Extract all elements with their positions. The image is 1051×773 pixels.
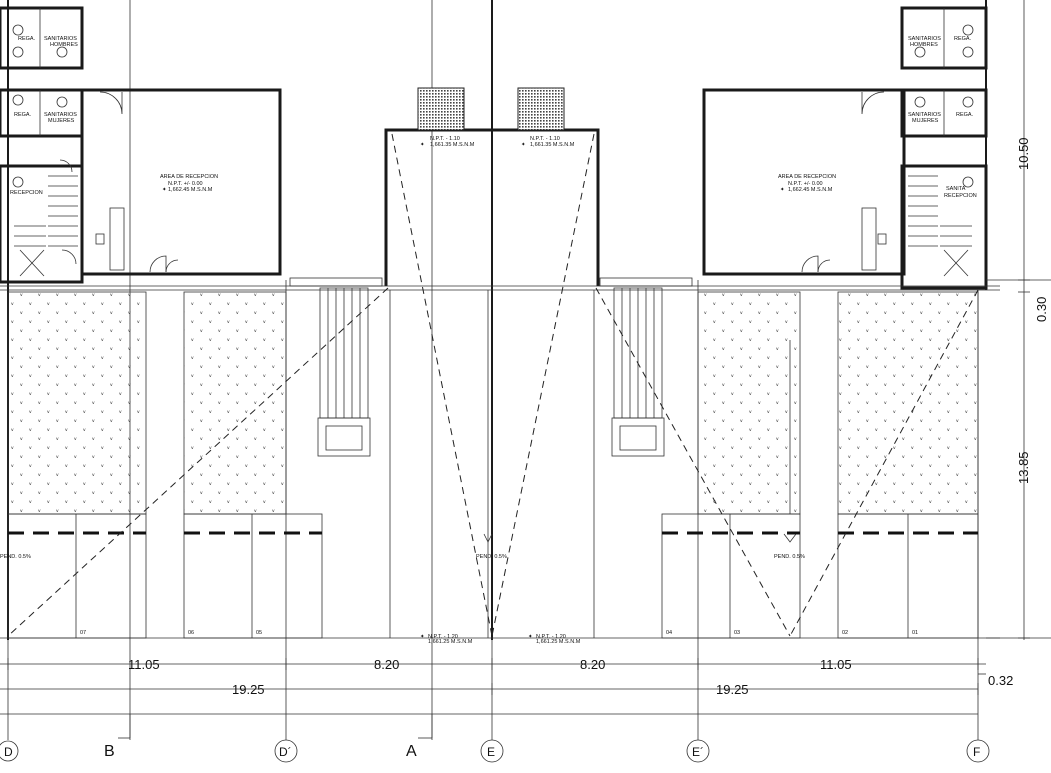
level-marker-icon: ✦ [420, 633, 425, 640]
parking-number: 01 [912, 630, 918, 636]
dimension-row-2: 19.25 19.25 0.32 [0, 673, 1013, 715]
sanitary-label: REGA. [14, 112, 32, 118]
reception-left-level: N.P.T. +/- 0.00 [168, 181, 203, 187]
right-building: AREA DE RECEPCION N.P.T. +/- 0.00 1,662.… [702, 6, 988, 290]
dimension-label: 19.25 [716, 682, 749, 697]
dimension-label: 8.20 [374, 657, 399, 672]
sanitary-label: SANITARIOS [908, 112, 941, 118]
level-marker-icon: ✦ [162, 186, 167, 193]
dock-left-level: N.P.T. - 1.10 [430, 136, 460, 142]
parking-number: 02 [842, 630, 848, 636]
reception-right-title: AREA DE RECEPCION [778, 174, 836, 180]
sanitary-label: SANITARIOS [44, 36, 77, 42]
bottom-right-elevation: 1,661.25 M.S.N.M [536, 639, 581, 645]
axis-label: F [973, 745, 980, 759]
axis-label: D´ [279, 745, 292, 759]
dimension-label: 11.05 [128, 657, 160, 672]
level-marker-icon: ✦ [521, 141, 526, 148]
yard-lines [389, 290, 797, 638]
level-marker-icon: ✦ [780, 186, 785, 193]
reception-left-title: AREA DE RECEPCION [160, 174, 218, 180]
sanitary-label: SANITA [946, 186, 966, 192]
dimension-label: 0.32 [988, 673, 1013, 688]
planting-areas [7, 291, 979, 515]
parking-number: 04 [666, 630, 672, 636]
bottom-right-level: N.P.T. - 1.20 [536, 634, 566, 640]
dimension-label: 19.25 [232, 682, 265, 697]
dimension-label: 11.05 [820, 657, 852, 672]
level-marker-icon: ✦ [528, 633, 533, 640]
reception-right-elevation: 1,662.45 M.S.N.M [788, 187, 833, 193]
level-marker-icon: ✦ [420, 141, 425, 148]
slope-label: PEND. 0.5% [476, 554, 507, 560]
sanitary-label: RECEPCION [944, 193, 977, 199]
parking-number: 03 [734, 630, 740, 636]
sanitary-label: HOMBRES [50, 42, 78, 48]
dimension-label: 0.30 [1034, 297, 1049, 322]
bottom-left-level: N.P.T. - 1.20 [428, 634, 458, 640]
axis-label: D [4, 745, 13, 759]
dock-right-level: N.P.T. - 1.10 [530, 136, 560, 142]
parking-number: 07 [80, 630, 86, 636]
dimension-row-1: 11.05 8.20 8.20 11.05 [0, 657, 986, 672]
site-lines [0, 285, 1000, 639]
slope-label: PEND. 0.5% [0, 554, 31, 560]
axis-label: E´ [692, 745, 704, 759]
axis-label: E [487, 745, 495, 759]
slope-lines [7, 133, 979, 637]
parking-stalls: 07 06 05 04 03 02 01 PEND. 0.5% PEND. 0.… [0, 513, 979, 639]
axis-markers: D B D´ A E E´ F [0, 714, 990, 763]
sanitary-label: RECEPCION [10, 190, 43, 196]
parking-number: 06 [188, 630, 194, 636]
sanitary-label: MUJERES [48, 118, 75, 124]
sanitary-label: MUJERES [912, 118, 939, 124]
reception-right-level: N.P.T. +/- 0.00 [788, 181, 823, 187]
dimension-label: 13.85 [1016, 451, 1031, 484]
sanitary-label: SANITARIOS [44, 112, 77, 118]
sanitary-label: SANITARIOS [908, 36, 941, 42]
dimension-label: 10.50 [1016, 137, 1031, 170]
axis-label: B [104, 743, 115, 760]
sanitary-label: REGA. [18, 36, 36, 42]
left-building: AREA DE RECEPCION N.P.T. +/- 0.00 1,662.… [0, 6, 282, 284]
dock-left-elevation: 1,661.35 M.S.N.M [430, 142, 475, 148]
bottom-left-elevation: 1,661.25 M.S.N.M [428, 639, 473, 645]
dimension-label: 8.20 [580, 657, 605, 672]
central-dock: N.P.T. - 1.10 1,661.35 M.S.N.M ✦ N.P.T. … [289, 87, 693, 457]
axis-label: A [406, 743, 417, 760]
reception-left-elevation: 1,662.45 M.S.N.M [168, 187, 213, 193]
sanitary-label: REGA. [954, 36, 972, 42]
dock-right-elevation: 1,661.35 M.S.N.M [530, 142, 575, 148]
parking-number: 05 [256, 630, 262, 636]
slope-label: PEND. 0.5% [774, 554, 805, 560]
sanitary-label: REGA. [956, 112, 974, 118]
sanitary-label: HOMBRES [910, 42, 938, 48]
vertical-dimensions: 10.50 0.30 13.85 [986, 0, 1051, 640]
